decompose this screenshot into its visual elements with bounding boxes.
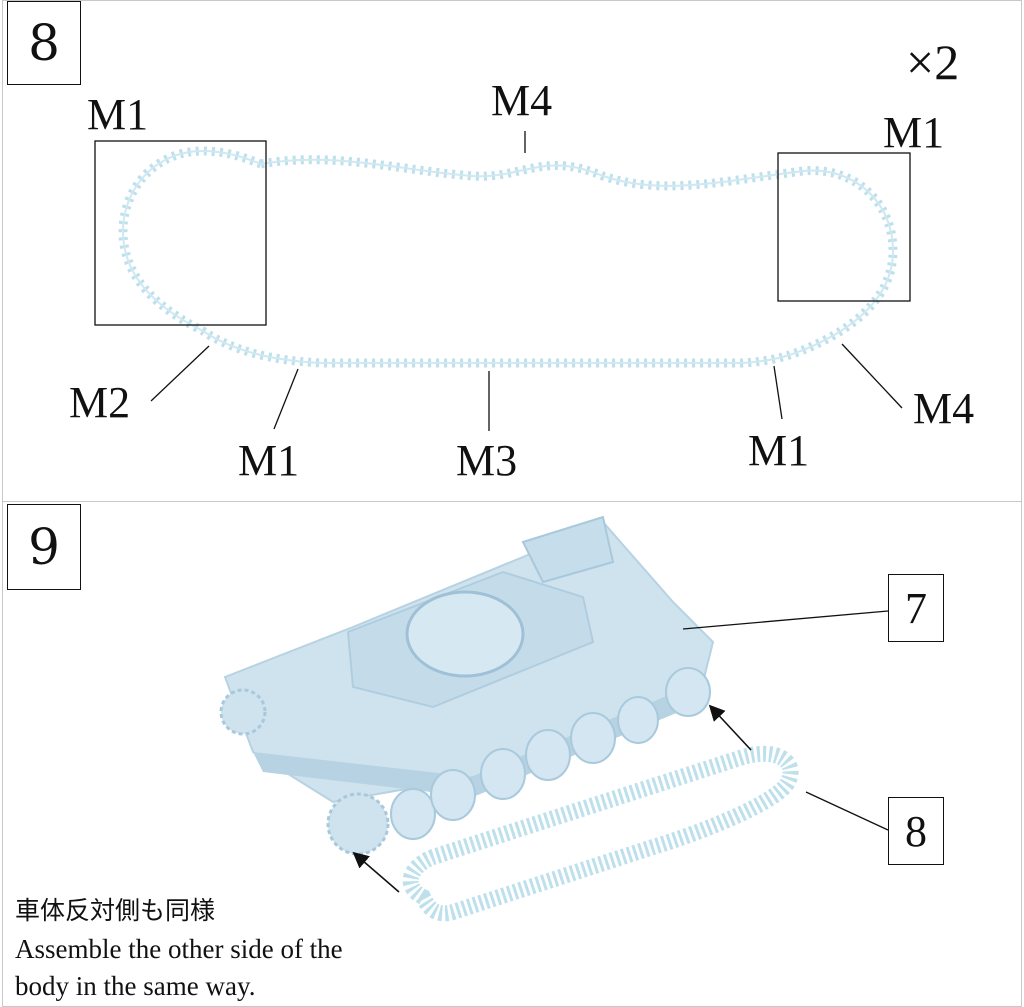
ref-part-8-text: 8 bbox=[905, 806, 927, 856]
m1-left-box bbox=[94, 140, 267, 326]
label-m1-bottom-right: M1 bbox=[748, 426, 810, 475]
label-m1-left: M1 bbox=[87, 90, 149, 139]
label-m4-right: M4 bbox=[913, 384, 975, 433]
m1-right-box bbox=[777, 152, 911, 302]
ref-part-7-box: 7 bbox=[888, 574, 944, 642]
track-inner-line bbox=[121, 149, 895, 364]
arrow-to-idler bbox=[708, 704, 752, 751]
step-number-9-text: 9 bbox=[28, 518, 60, 576]
ref-part-7-text: 7 bbox=[905, 583, 927, 633]
step-number-9: 9 bbox=[7, 504, 81, 590]
note-english-line-2: body in the same way. bbox=[15, 971, 256, 1001]
ref-part-8-box: 8 bbox=[888, 797, 944, 865]
step-9-panel: 9 7 8 車体反対側も同様 Assemble the other side o… bbox=[2, 501, 1022, 1007]
arrow-to-sprocket bbox=[352, 851, 400, 893]
leader-ref-7 bbox=[682, 610, 889, 630]
step-8-panel: 8 ×2 M4 M1 M1 M2 M1 M3 M1 M4 bbox=[2, 0, 1022, 502]
track-loop-diagram bbox=[94, 131, 911, 431]
label-m1-right: M1 bbox=[883, 108, 945, 157]
note-japanese: 車体反対側も同様 bbox=[15, 896, 216, 925]
leader-m1-bottom-right bbox=[773, 365, 783, 420]
leader-m2 bbox=[150, 345, 210, 402]
step-number-8: 8 bbox=[7, 1, 81, 85]
label-m4-top: M4 bbox=[491, 76, 553, 125]
leader-ref-8 bbox=[805, 791, 889, 831]
leader-m1-bottom-left bbox=[273, 368, 299, 430]
note-english-line-1: Assemble the other side of the bbox=[15, 934, 343, 964]
label-m3: M3 bbox=[456, 436, 518, 485]
step-number-8-text: 8 bbox=[28, 14, 60, 72]
leader-m4-right bbox=[841, 343, 903, 409]
label-m2: M2 bbox=[69, 378, 131, 427]
label-m1-bottom-left: M1 bbox=[238, 436, 300, 485]
tank-hull bbox=[219, 515, 715, 856]
tank-assembly-illustration bbox=[219, 515, 889, 922]
multiplier-label: ×2 bbox=[906, 34, 960, 90]
track-assembly bbox=[402, 745, 799, 922]
